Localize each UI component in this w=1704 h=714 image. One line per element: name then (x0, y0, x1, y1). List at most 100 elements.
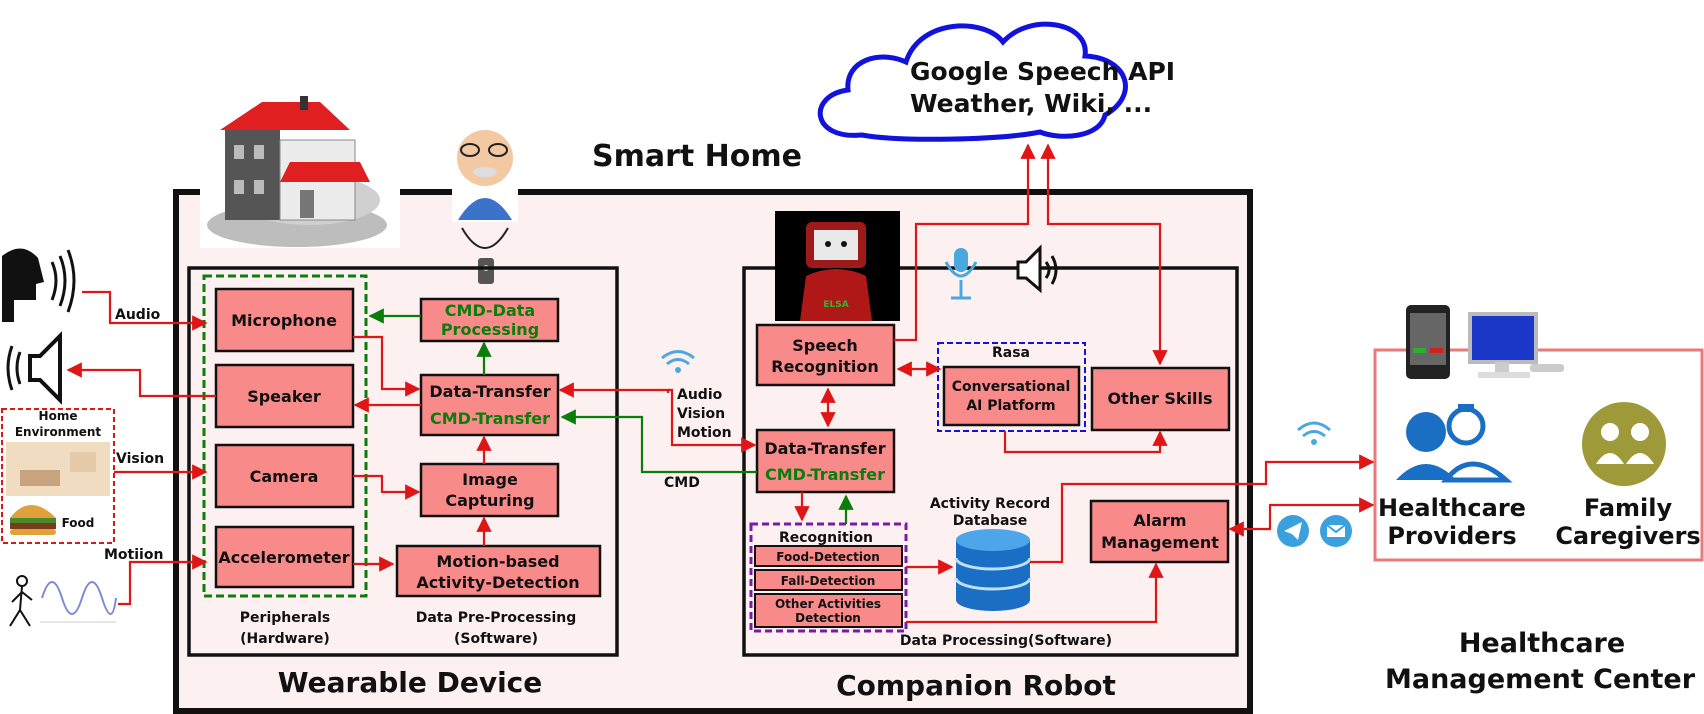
other-skills-box: Other Skills (1090, 366, 1231, 432)
food-label: Food (62, 516, 95, 530)
database-label-1: Activity Record (930, 496, 1050, 512)
wifi-icon-link (661, 350, 695, 373)
arrow-db-to-healthcare (1030, 454, 1375, 564)
link-label-motion: Motion (677, 425, 732, 441)
svg-text:Detection: Detection (795, 611, 861, 625)
peripherals-group (202, 274, 368, 598)
microphone-box: Microphone (214, 287, 355, 353)
svg-text:Food-Detection: Food-Detection (776, 550, 880, 564)
family-caregivers-icon (1582, 402, 1666, 486)
arrow-audio-in (82, 290, 208, 331)
living-room-icon (6, 442, 110, 496)
svg-text:CMD-Transfer: CMD-Transfer (765, 465, 885, 484)
svg-text:CMD-Data: CMD-Data (445, 301, 535, 320)
svg-text:Speech: Speech (792, 336, 858, 355)
other-activities-box: Other Activities Detection (754, 593, 903, 628)
svg-text:Fall-Detection: Fall-Detection (781, 574, 876, 588)
green-arrows (368, 308, 854, 524)
preprocessing-label-1: Data Pre-Processing (416, 610, 577, 626)
arrow-alarm-healthcare (1228, 497, 1375, 537)
providers-label-2: Providers (1387, 522, 1516, 550)
input-label-vision: Vision (116, 451, 164, 467)
database-label-2: Database (953, 513, 1028, 529)
svg-text:Processing: Processing (441, 320, 539, 339)
svg-text:Image: Image (462, 470, 518, 489)
peripherals-label-1: Peripherals (240, 610, 330, 626)
healthcare-providers-icon (1396, 404, 1513, 483)
svg-text:Alarm: Alarm (1133, 511, 1186, 530)
cloud-line-2: Weather, Wiki, ... (910, 89, 1152, 118)
wearable-title: Wearable Device (278, 666, 543, 699)
svg-text:Activity-Detection: Activity-Detection (416, 573, 579, 592)
svg-text:AI Platform: AI Platform (966, 398, 1055, 414)
speaking-person-icon (2, 248, 76, 322)
svg-text:Other Skills: Other Skills (1107, 389, 1212, 408)
recognition-group (749, 522, 908, 633)
conversational-ai-box: Conversational AI Platform (942, 365, 1081, 427)
link-label-cmd: CMD (664, 475, 700, 491)
svg-text:Data-Transfer: Data-Transfer (429, 382, 550, 401)
speech-recognition-box: Speech Recognition (755, 323, 896, 387)
image-capturing-box: Image Capturing (419, 462, 560, 518)
svg-text:Camera: Camera (250, 467, 319, 486)
walking-person-icon (9, 575, 33, 627)
center-label-2: Management Center (1385, 664, 1696, 695)
camera-box: Camera (214, 443, 355, 509)
svg-text:Management: Management (1101, 533, 1219, 552)
svg-text:CMD-Transfer: CMD-Transfer (430, 409, 550, 428)
robot-elsa-icon: ELSA (775, 211, 900, 321)
house-icon (200, 96, 400, 248)
robot-title: Companion Robot (836, 669, 1116, 702)
arrow-cloud-to-skills (1040, 143, 1168, 366)
link-label-vision: Vision (677, 406, 725, 422)
loudspeaker-icon (6, 331, 62, 405)
wearable-frame (187, 266, 619, 657)
accelerometer-box: Accelerometer (214, 525, 355, 589)
email-icon (1320, 515, 1352, 547)
svg-text:Speaker: Speaker (247, 387, 321, 406)
preprocessing-label-2: (Software) (454, 631, 538, 647)
robot-data-transfer-box: Data-Transfer CMD-Transfer (755, 428, 896, 494)
motion-waveform-icon (40, 574, 117, 623)
robot-frame (742, 266, 1239, 657)
center-label-1: Healthcare (1459, 628, 1625, 659)
caregivers-label-1: Family (1584, 494, 1673, 522)
svg-text:Other Activities: Other Activities (775, 597, 881, 611)
svg-text:Recognition: Recognition (771, 357, 879, 376)
arrow-rasa-to-skills (1003, 430, 1168, 454)
arrow-motion-in (118, 554, 208, 606)
speaker-box: Speaker (214, 363, 355, 429)
input-label-audio: Audio (115, 307, 161, 323)
data-processing-label: Data Processing(Software) (900, 633, 1112, 649)
arrow-speech-to-cloud (894, 143, 1036, 342)
alarm-management-box: Alarm Management (1089, 499, 1230, 564)
smart-home-title: Smart Home (592, 139, 802, 174)
svg-text:Microphone: Microphone (231, 311, 337, 330)
peripherals-label-2: (Hardware) (240, 631, 330, 647)
elderly-user-icon (452, 128, 518, 222)
rasa-group (937, 342, 1086, 432)
microphone-icon (944, 248, 978, 300)
cloud-line-1: Google Speech API (910, 57, 1175, 86)
rasa-label: Rasa (992, 345, 1030, 361)
svg-text:Conversational: Conversational (952, 379, 1071, 395)
svg-text:Motion-based: Motion-based (436, 552, 559, 571)
arrow-camera-to-capture (353, 474, 421, 500)
arrow-activities-to-alarm (906, 562, 1164, 624)
providers-label-1: Healthcare (1378, 494, 1526, 522)
food-detection-box: Food-Detection (754, 545, 903, 567)
arrow-cmd-to-wearable (560, 409, 757, 474)
caregivers-label-2: Caregivers (1555, 522, 1700, 550)
cmd-data-processing-box: CMD-Data Processing (419, 297, 560, 343)
svg-text:ELSA: ELSA (823, 300, 848, 310)
cloud-shape (817, 21, 1128, 142)
red-arrows (66, 143, 1375, 624)
telegram-icon (1277, 515, 1309, 547)
home-env-line-1: Home (39, 409, 78, 423)
smartphone-icon (1406, 305, 1450, 379)
svg-text:Data-Transfer: Data-Transfer (764, 439, 885, 458)
database-icon (954, 529, 1032, 611)
desktop-computer-icon (1468, 312, 1564, 378)
arrow-speaker-out (66, 362, 216, 398)
